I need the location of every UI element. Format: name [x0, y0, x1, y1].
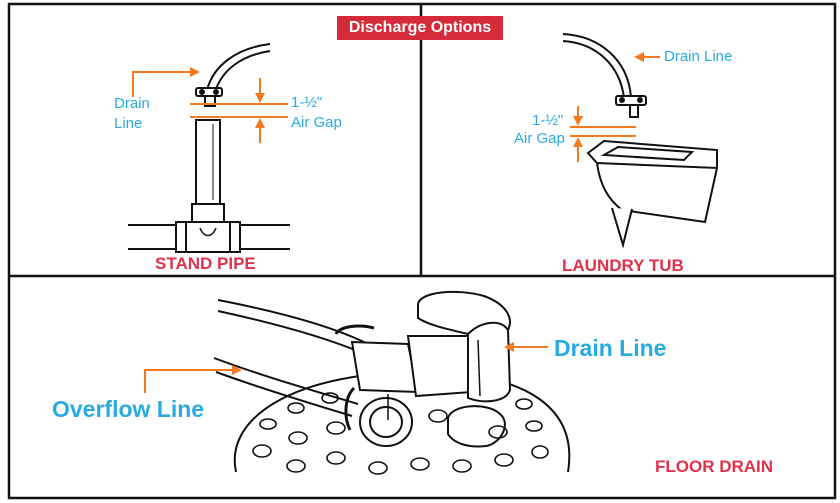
laundry-tub-caption: LAUNDRY TUB: [562, 256, 684, 275]
laundry-tub-annotations: [570, 52, 660, 162]
laundry-gap-value: 1-½": [532, 112, 564, 129]
drain-hose-coupler: [350, 340, 420, 394]
elbow-body: [406, 335, 474, 398]
stand-pipe-air-gap-label: Air Gap: [291, 114, 342, 131]
grate-center-opening: [447, 405, 506, 448]
drain-word: Drain: [114, 95, 150, 112]
floor-drain-annotations: [144, 342, 548, 393]
panel-frames: [7, 2, 837, 500]
stand-pipe-caption: STAND PIPE: [155, 254, 256, 273]
laundry-tub-illustration: [562, 33, 718, 249]
laundry-drain-hose: [562, 33, 632, 98]
floor-drain-line-label: Drain Line: [554, 335, 667, 361]
stand-pipe-drain-hose: [206, 43, 271, 91]
laundry-drain-line-label: Drain Line: [664, 48, 733, 65]
stand-pipe-annotations: [132, 67, 288, 143]
stand-pipe-drain-arrow: [132, 67, 200, 97]
drain-hose: [217, 299, 365, 343]
overflow-hose-clamp: [344, 386, 356, 431]
drain-hose-clamp: [334, 324, 375, 335]
stand-pipe-illustration: [128, 43, 290, 253]
overflow-hose-end: [359, 397, 413, 447]
overflow-line-arrow: [144, 365, 242, 393]
drain-elbow: [417, 290, 512, 403]
laundry-air-gap-label: Air Gap: [514, 130, 565, 147]
stand-pipe-drain-line-label: Drain Line: [114, 94, 150, 134]
stand-pipe: [195, 119, 221, 205]
overflow-line-label: Overflow Line: [52, 396, 205, 422]
tub-spout: [611, 207, 633, 249]
overflow-hose: [213, 357, 359, 405]
line-word: Line: [114, 115, 143, 132]
floor-drain-caption: FLOOR DRAIN: [655, 457, 774, 476]
stand-pipe-gap-value: 1-½": [291, 94, 323, 111]
floor-drain-illustration: [213, 290, 571, 475]
figure-title: Discharge Options: [337, 16, 503, 40]
